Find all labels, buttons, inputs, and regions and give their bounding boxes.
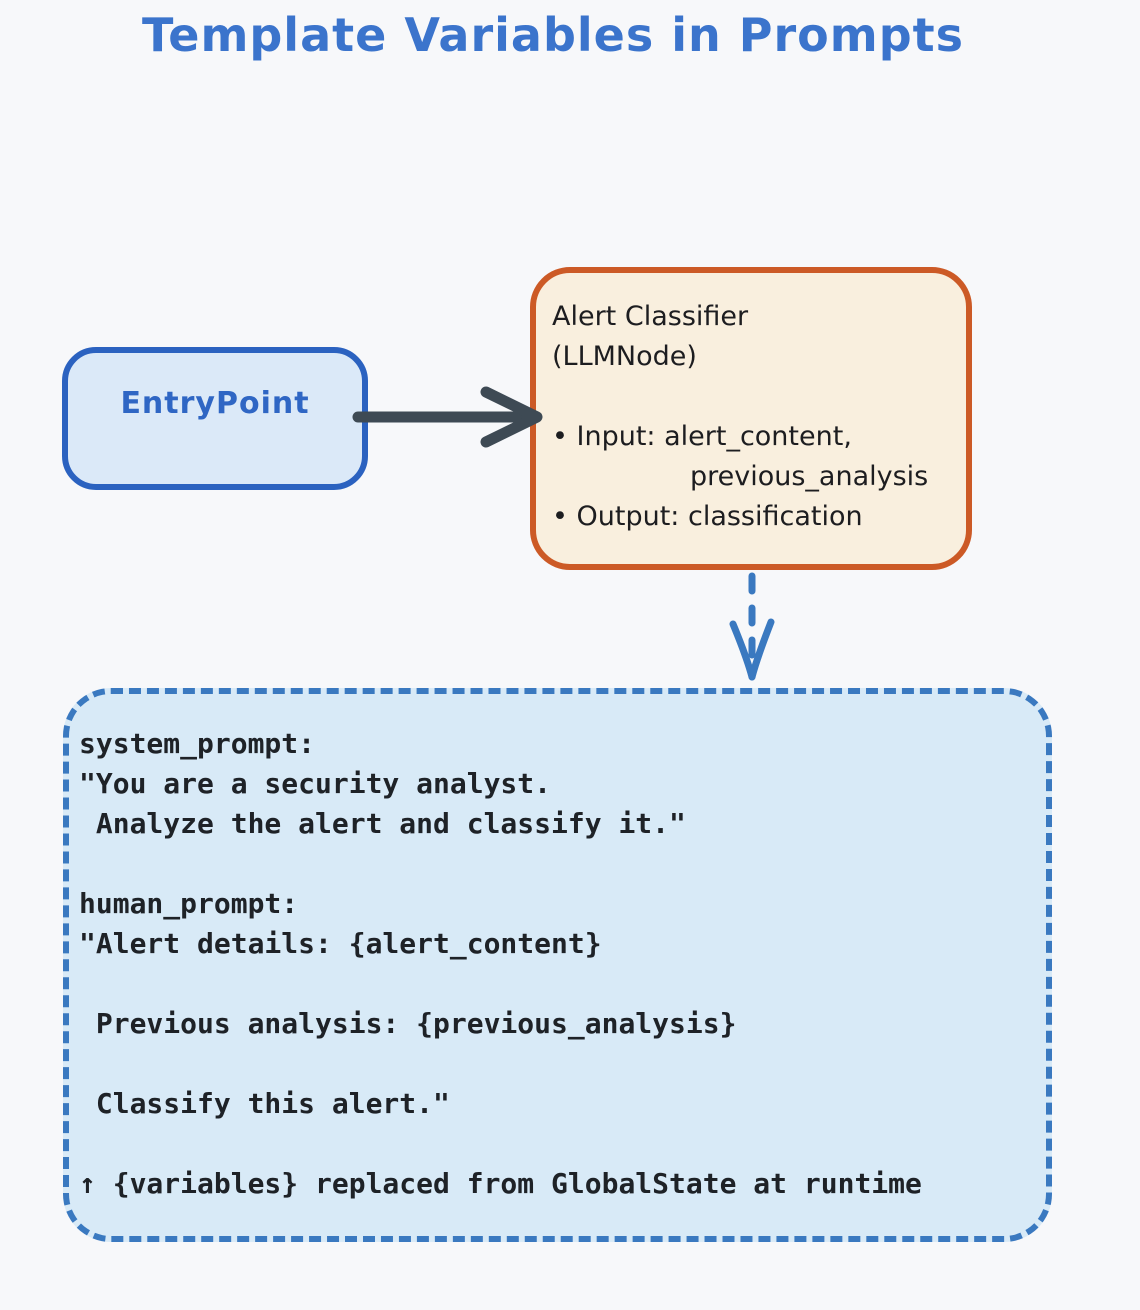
classifier-name: Alert Classifier — [552, 301, 749, 332]
down-dashed-arrow-icon — [729, 572, 775, 681]
prompt-text: system_prompt: "You are a security analy… — [79, 727, 922, 1200]
right-arrow-icon — [352, 386, 543, 448]
classifier-type: (LLMNode) — [552, 341, 697, 372]
entrypoint-node: EntryPoint — [62, 347, 368, 490]
classifier-output-line: • Output: classification — [552, 501, 863, 532]
prompt-detail-box: system_prompt: "You are a security analy… — [63, 688, 1052, 1242]
classifier-spacer — [552, 377, 952, 417]
classifier-input-line-2: previous_analysis — [690, 461, 929, 492]
entrypoint-label: EntryPoint — [120, 386, 310, 421]
diagram-title: Template Variables in Prompts — [141, 8, 964, 62]
alert-classifier-node: Alert Classifier (LLMNode) • Input: aler… — [530, 267, 972, 570]
classifier-input-line: • Input: alert_content, — [552, 421, 852, 452]
